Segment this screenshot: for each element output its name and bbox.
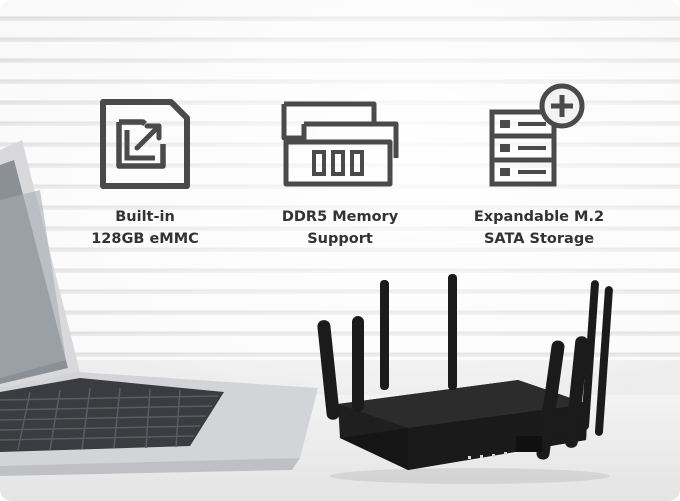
- feature-storage-line1: Expandable M.2: [473, 209, 605, 225]
- feature-emmc: Built-in 128GB eMMC: [60, 96, 230, 250]
- feature-emmc-line2: 128GB eMMC: [91, 231, 199, 247]
- router-device: [317, 274, 613, 484]
- emmc-chip-icon: [100, 99, 190, 189]
- background-light: [0, 0, 680, 420]
- feature-ddr5-line2: Support: [307, 231, 373, 247]
- storage-expand-icon: [489, 83, 585, 187]
- memory-module-icon: [281, 101, 399, 187]
- feature-storage: Expandable M.2 SATA Storage: [454, 83, 624, 250]
- laptop: [0, 140, 318, 476]
- feature-ddr5: DDR5 Memory Support: [255, 96, 425, 250]
- feature-ddr5-line1: DDR5 Memory: [281, 209, 399, 225]
- feature-storage-line2: SATA Storage: [483, 231, 595, 247]
- feature-emmc-line1: Built-in: [115, 209, 175, 225]
